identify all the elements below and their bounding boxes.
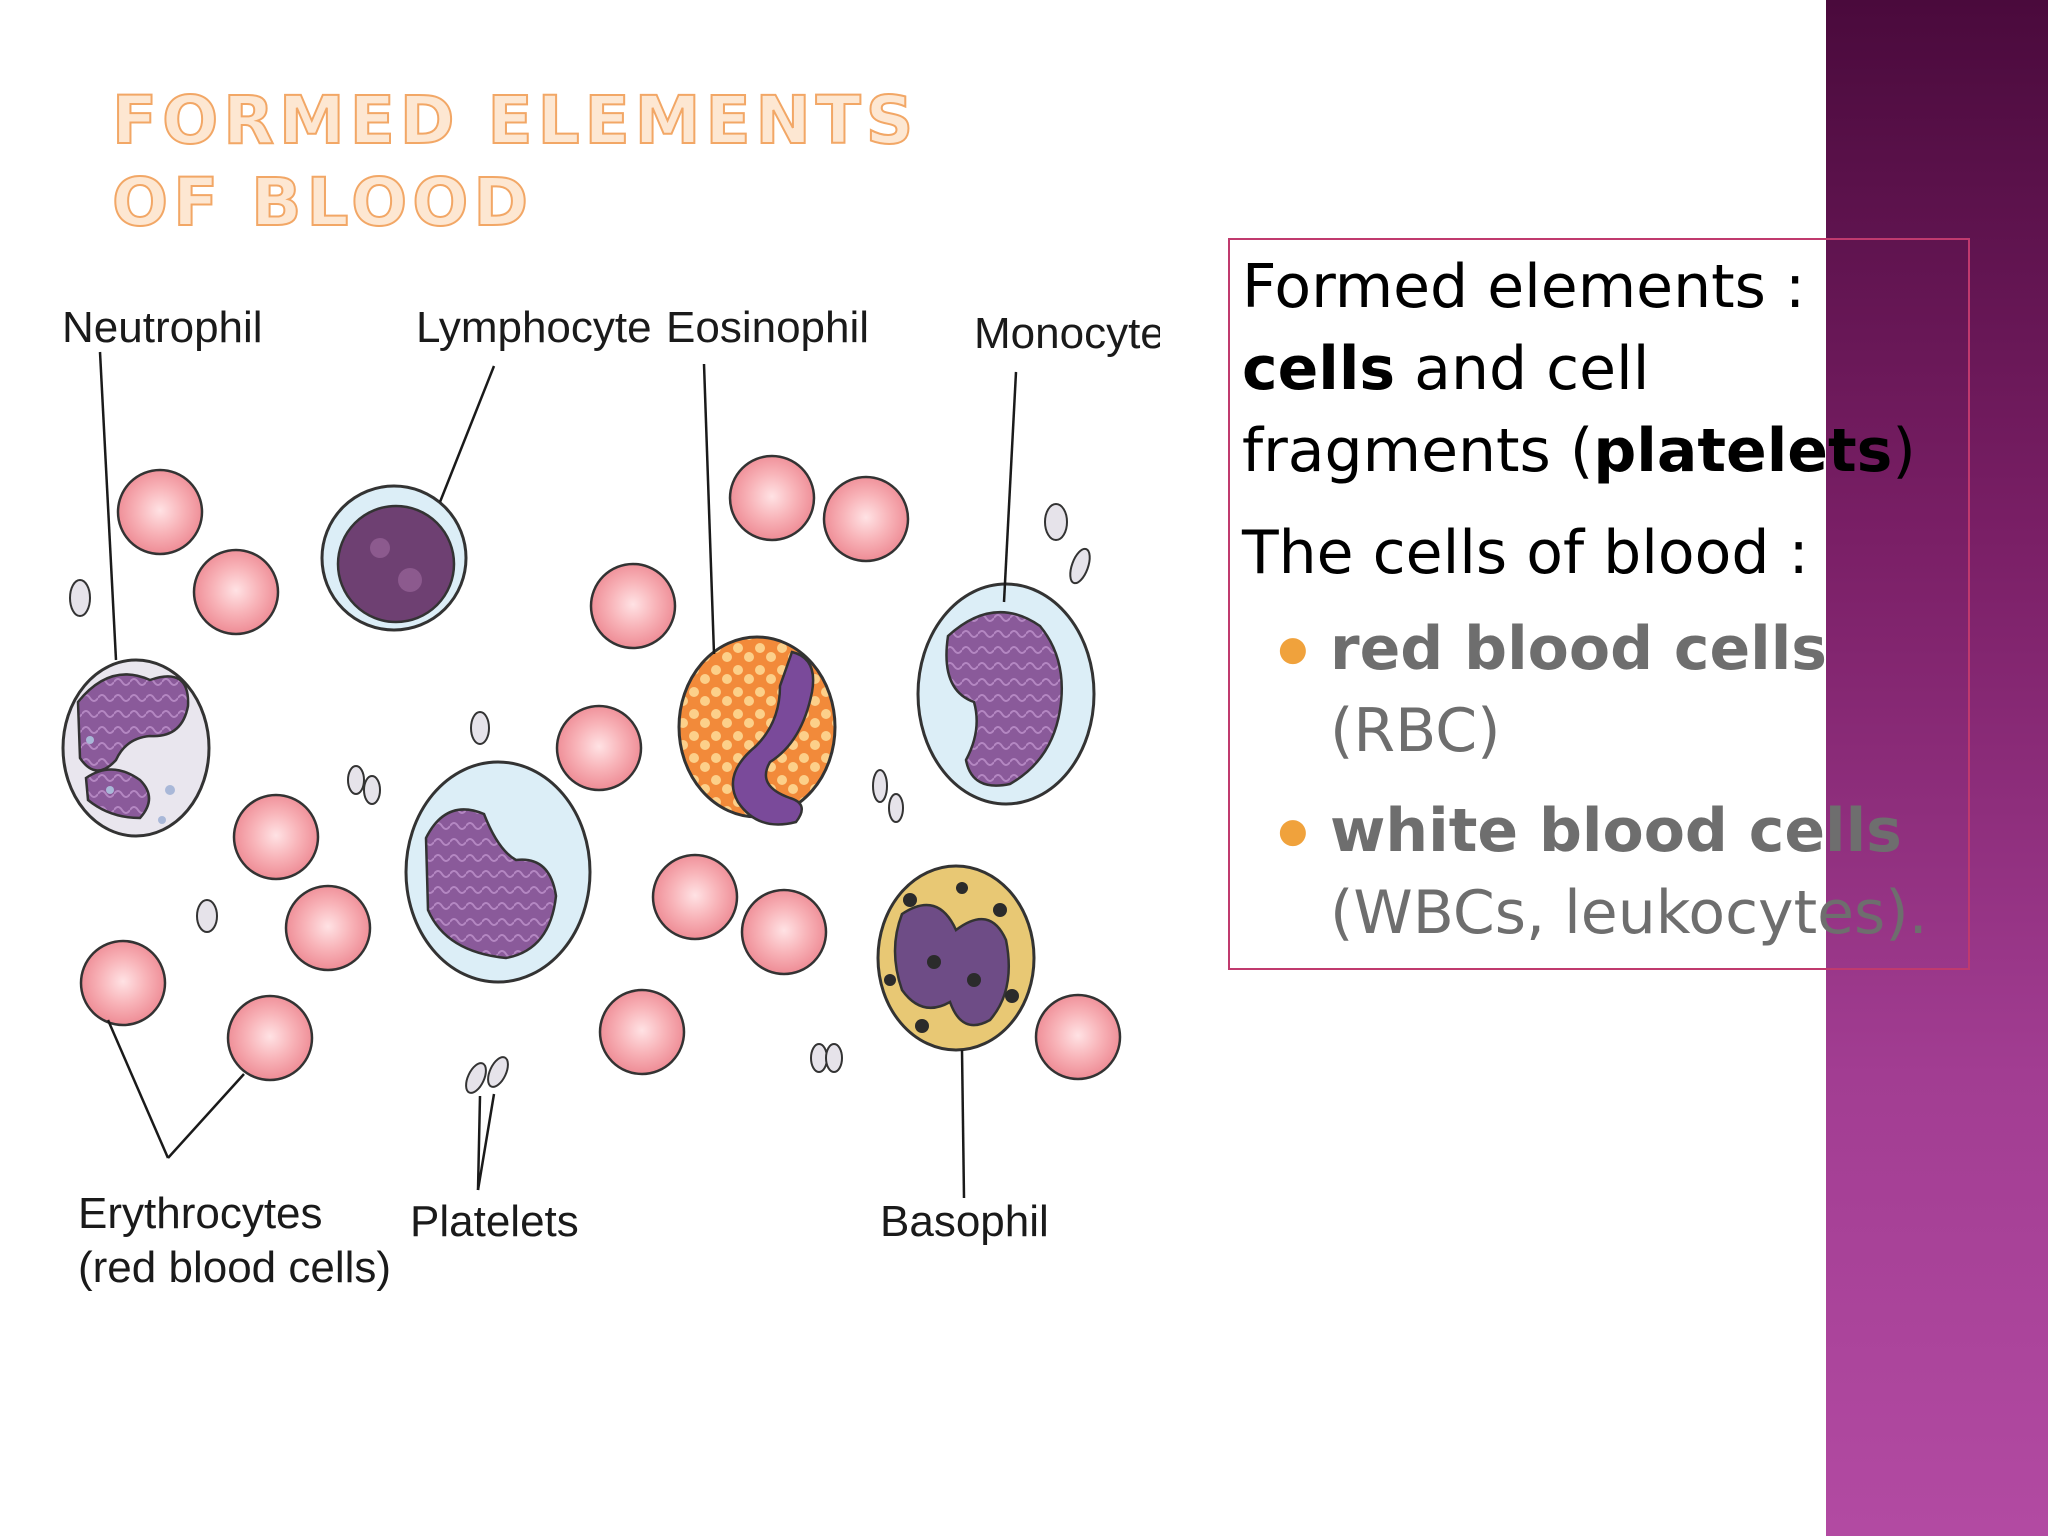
erythrocyte <box>728 454 816 542</box>
erythrocyte <box>740 888 828 976</box>
bullet-dot-icon: ● <box>1278 811 1308 851</box>
text-span: and cell <box>1395 334 1650 404</box>
slide-title: Formed elements of blood <box>111 81 919 242</box>
erythrocyte <box>116 468 204 556</box>
eosinophil-cell <box>677 635 837 826</box>
bullet-term: red blood cells <box>1330 608 1968 690</box>
bullet-item-wbc: ● white blood cells (WBCs, leukocytes). <box>1278 790 1968 954</box>
label-platelets: Platelets <box>410 1197 579 1246</box>
erythrocyte <box>79 939 167 1027</box>
bullet-dot-icon: ● <box>1278 629 1308 669</box>
basophil-cell <box>876 864 1036 1052</box>
erythrocytes-group <box>79 454 1122 1082</box>
bullet-bold-text: red blood cells <box>1330 614 1828 684</box>
erythrocyte <box>598 988 686 1076</box>
label-erythrocytes-sub: (red blood cells) <box>78 1243 391 1292</box>
bullet-item-rbc: ● red blood cells (RBC) <box>1278 608 1968 772</box>
lymphocyte-cell <box>320 484 468 632</box>
monocyte-cell-center <box>404 760 592 984</box>
bullet-bold-text: white blood cells <box>1330 796 1902 866</box>
text-line: fragments (platelets) <box>1242 410 1968 492</box>
bullet-list: ● red blood cells (RBC) ● white blood ce… <box>1242 608 1968 954</box>
paragraph-formed-elements: Formed elements : cells and cell fragmen… <box>1242 246 1968 492</box>
label-neutrophil: Neutrophil <box>62 303 263 352</box>
label-basophil: Basophil <box>880 1197 1049 1246</box>
bold-term-platelets: platelets <box>1593 416 1893 486</box>
neutrophil-cell <box>61 658 211 838</box>
label-lymphocyte: Lymphocyte <box>416 303 652 352</box>
blood-cells-diagram: Neutrophil Lymphocyte Eosinophil Monocyt… <box>50 290 1160 1330</box>
leader-lines <box>98 351 1018 1199</box>
label-eosinophil: Eosinophil <box>666 303 869 352</box>
bullet-detail: (WBCs, leukocytes). <box>1330 878 1928 948</box>
erythrocyte <box>232 793 320 881</box>
text-span: ) <box>1892 416 1916 486</box>
erythrocyte <box>192 548 280 636</box>
content-text-box: Formed elements : cells and cell fragmen… <box>1228 238 1970 970</box>
platelets-group <box>69 503 1091 1094</box>
erythrocyte <box>226 994 314 1082</box>
text-span: fragments ( <box>1242 416 1594 486</box>
label-erythrocytes: Erythrocytes <box>78 1189 323 1238</box>
erythrocyte <box>822 475 910 563</box>
erythrocyte <box>1034 993 1122 1081</box>
label-monocyte: Monocyte <box>974 309 1160 358</box>
erythrocyte <box>555 704 643 792</box>
decorative-side-band <box>1826 0 2048 1536</box>
text-line: Formed elements : <box>1242 252 1806 322</box>
erythrocyte <box>651 853 739 941</box>
text-line: cells and cell <box>1242 328 1968 410</box>
bold-term-cells: cells <box>1242 334 1396 404</box>
erythrocyte <box>284 884 372 972</box>
paragraph-cells-of-blood: The cells of blood : <box>1242 518 1809 588</box>
bullet-term: white blood cells <box>1330 790 1968 872</box>
monocyte-cell <box>916 582 1096 806</box>
erythrocyte <box>589 562 677 650</box>
bullet-detail: (RBC) <box>1330 696 1501 766</box>
